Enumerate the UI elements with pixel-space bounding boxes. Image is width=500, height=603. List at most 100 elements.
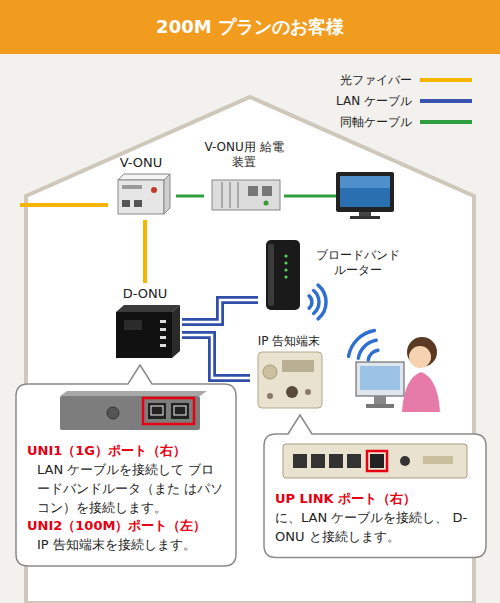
- cable-connector: [182, 300, 258, 322]
- v-onu-device: [122, 185, 142, 189]
- device-node: V-ONU: [108, 153, 176, 220]
- ip-terminal-device: [282, 360, 314, 372]
- legend-label: 同軸ケーブル: [292, 114, 412, 130]
- port-illustration: [60, 396, 200, 430]
- port-illustration: [143, 398, 194, 424]
- legend-sample: [420, 120, 472, 124]
- v-onu-device: [122, 200, 130, 207]
- port-illustration: [329, 454, 343, 468]
- tv-set: [340, 176, 390, 207]
- pc-wifi-waves: [349, 331, 375, 357]
- router-device: [266, 240, 300, 310]
- fiber-cable: [20, 203, 108, 207]
- power-supply-device: [229, 182, 231, 208]
- tv-set: [350, 216, 380, 219]
- port-description: に、LAN ケーブルを接続し、 D-ONU と接続します。: [275, 509, 475, 547]
- ip-terminal-device: [258, 352, 322, 408]
- pc-monitor: [360, 366, 400, 390]
- router-device: [284, 254, 287, 257]
- port-illustration: [60, 391, 207, 430]
- cable-connector: [176, 196, 204, 197]
- router-device: [284, 261, 287, 264]
- router-device: [266, 240, 300, 310]
- port-illustration: [60, 391, 207, 396]
- port-heading: UNI2（100M）ポート（左）: [27, 517, 225, 536]
- d-onu-device: [160, 320, 166, 323]
- ip-terminal-device: [258, 352, 322, 408]
- legend-label: 光ファイバー: [292, 72, 412, 88]
- d-onu-device: [172, 305, 180, 358]
- d-onu-device: [116, 305, 180, 358]
- port-illustration: [283, 444, 467, 478]
- port-illustration: [400, 456, 410, 466]
- cable-connector: [145, 220, 146, 283]
- router-wifi-waves: [314, 291, 319, 314]
- pc-wifi-waves: [349, 331, 378, 360]
- d-onu-device: [160, 336, 166, 339]
- power-supply-device: [221, 182, 223, 208]
- v-onu-device: [134, 200, 142, 207]
- pc-monitor: [366, 404, 394, 408]
- router-device: [268, 244, 274, 306]
- ip-terminal-device: [286, 386, 298, 398]
- device-label: ブロードバンド ルーター: [312, 248, 404, 278]
- ip-terminal-device: [305, 389, 311, 395]
- device-label: V-ONU用 給電装置: [204, 140, 284, 170]
- tv-set: [359, 212, 371, 216]
- coax-cable: [284, 195, 336, 198]
- cable-line-gap: [182, 335, 250, 378]
- tv-set: [340, 176, 390, 188]
- power-supply-device: [248, 186, 258, 196]
- port-illustration: [283, 444, 467, 478]
- person-figure: [402, 337, 440, 412]
- port-illustration: [171, 403, 189, 419]
- v-onu-device: [164, 174, 170, 214]
- person-figure: [402, 372, 440, 412]
- ip-terminal-device: [263, 365, 277, 379]
- legend-label: LAN ケーブル: [292, 93, 412, 109]
- router-wifi-waves: [309, 285, 326, 319]
- cable-line: [182, 300, 258, 322]
- port-illustration: [174, 406, 186, 415]
- pc-wifi-waves: [368, 350, 378, 360]
- pc-monitor: [374, 396, 386, 404]
- pc-wifi-waves: [358, 340, 376, 358]
- router-device: [284, 275, 287, 278]
- cable-connector: [182, 335, 250, 378]
- device-label: IP 告知端末: [250, 334, 328, 349]
- v-onu-device: [151, 187, 157, 193]
- router-device: [284, 268, 287, 271]
- pc-monitor: [356, 362, 404, 396]
- title: 200M プランのお客様: [0, 0, 500, 54]
- callout-bubble: UNI1（1G）ポート（右）LAN ケーブルを接続して ブロードバンドルータ（ま…: [15, 364, 237, 567]
- power-supply-device: [212, 180, 280, 210]
- d-onu-device: [116, 312, 172, 358]
- v-onu-device: [118, 174, 170, 180]
- person-figure: [409, 346, 431, 368]
- person-figure: [407, 337, 437, 367]
- title-band: [0, 0, 500, 54]
- port-illustration: [293, 454, 307, 468]
- tv-set: [336, 172, 394, 212]
- legend-sample: [420, 99, 472, 103]
- device-node: IP 告知端末: [250, 333, 330, 413]
- device-label: V-ONU: [108, 155, 174, 171]
- port-description: LAN ケーブルを接続して ブロードバンドルータ（また はパソコン）を接続します…: [27, 461, 225, 518]
- device-node: V-ONU用 給電装置: [204, 138, 286, 214]
- port-illustration: [423, 456, 453, 464]
- cable-line: [143, 220, 147, 283]
- device-node: ブロードバンド ルーター: [258, 238, 408, 312]
- device-label: D-ONU: [110, 286, 180, 302]
- port-description: IP 告知端末を接続します。: [27, 536, 225, 555]
- cable-line-gap: [182, 300, 258, 322]
- ip-terminal-device: [267, 393, 273, 399]
- port-illustration: [367, 451, 387, 471]
- port-heading: UP LINK ポート（右）: [275, 490, 475, 509]
- power-supply-device: [262, 186, 272, 196]
- callout-outline: [264, 415, 486, 558]
- port-heading: UNI1（1G）ポート（右）: [27, 442, 225, 461]
- tv-set: [336, 172, 394, 219]
- v-onu-device: [118, 180, 164, 214]
